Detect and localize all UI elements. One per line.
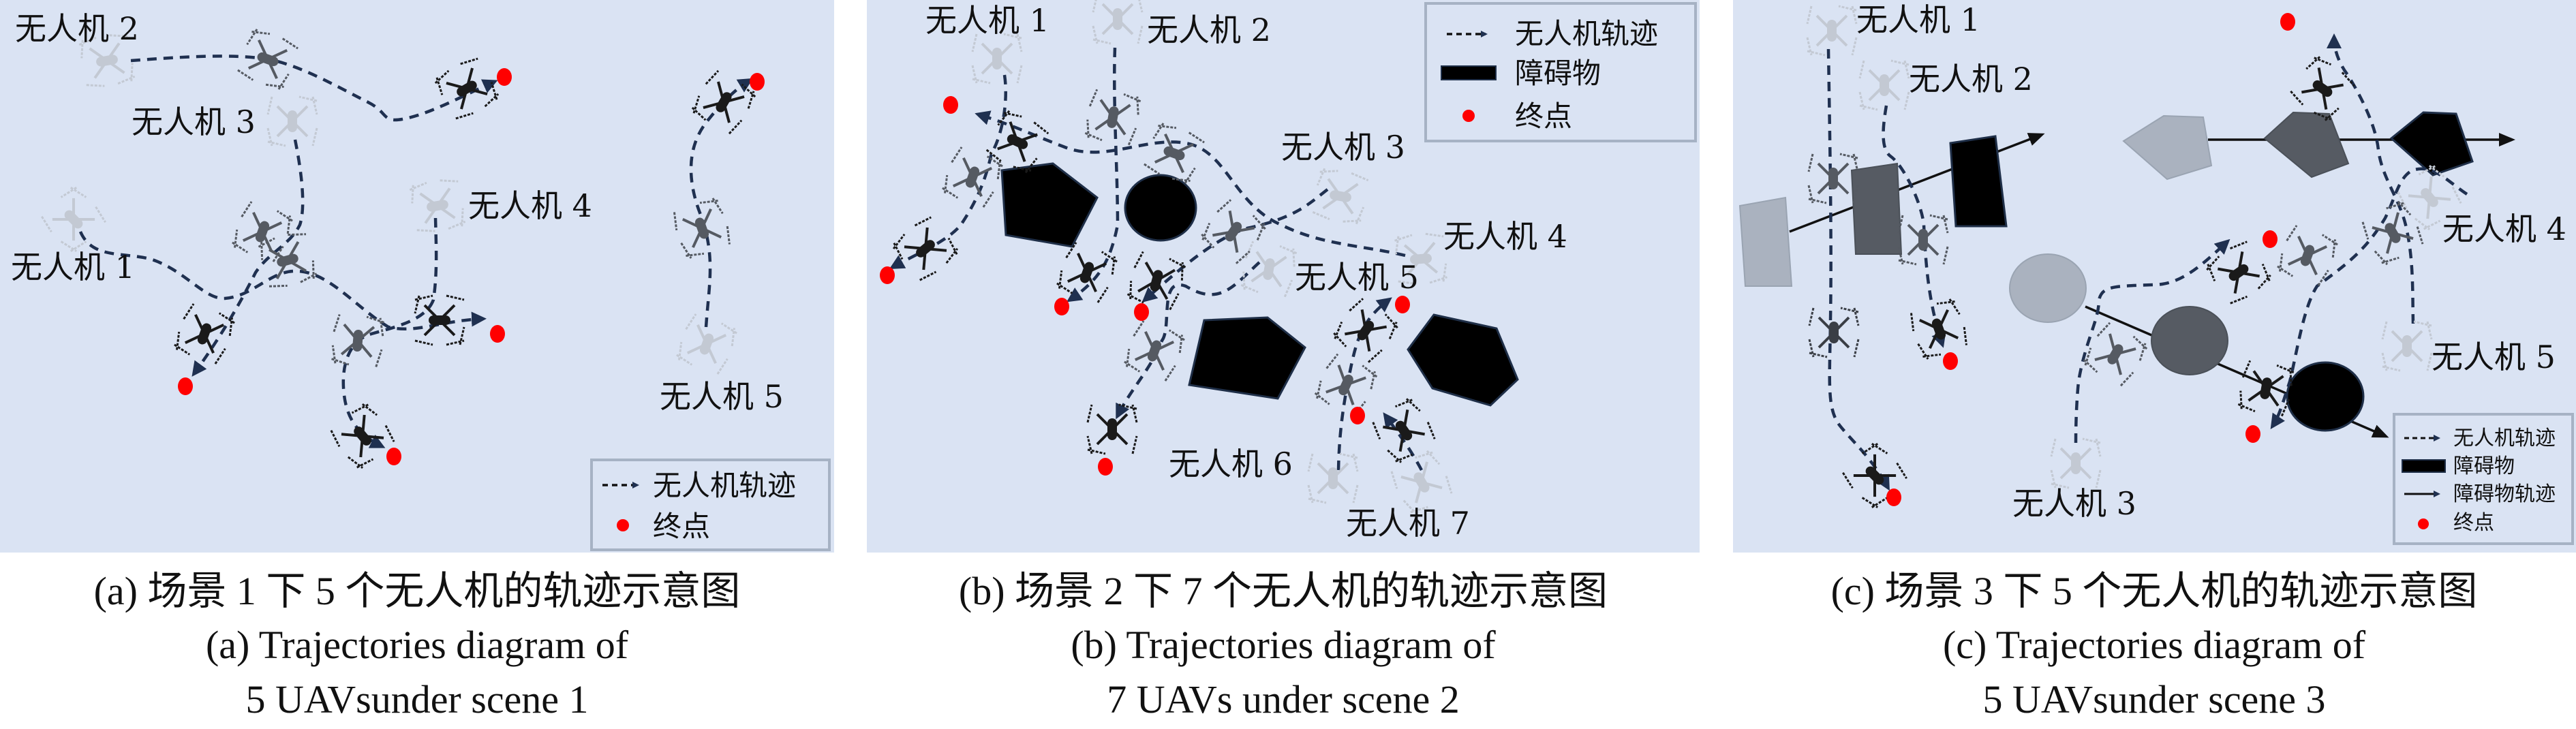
uav3-goal-dot: [2263, 230, 2278, 248]
obstacle-quad-light: [1738, 196, 1793, 287]
red-dot-icon: [2418, 518, 2429, 529]
legend-a: 无人机轨迹 终点: [590, 459, 831, 551]
legend-label: 无人机轨迹: [1515, 17, 1658, 50]
uav1-goal-dot: [880, 266, 895, 284]
uav3-goal-dot: [178, 377, 193, 395]
uav2-goal-dot: [497, 68, 512, 86]
uav5-trajectory: [1336, 297, 1392, 471]
caption-b-en-line2: 7 UAVs under scene 2: [1107, 677, 1460, 722]
caption-a-en-line2: 5 UAVsunder scene 1: [245, 677, 588, 722]
legend-label: 障碍物: [1515, 57, 1601, 90]
obstacle-block-icon: [2402, 459, 2446, 473]
uav4-trajectory: [975, 110, 1406, 258]
uav5-trajectory: [2327, 33, 2415, 324]
uav3-goal-dot: [1134, 303, 1149, 321]
uav7-trajectory: [1383, 412, 1423, 471]
legend-label: 无人机轨迹: [2453, 426, 2556, 450]
uav2-trajectory: [1882, 105, 1946, 348]
caption-a-en-line1: (a) Trajectories diagram of: [206, 623, 629, 667]
legend-c: 无人机轨迹 障碍物 障碍物轨迹 终点: [2393, 413, 2574, 545]
uav3-trajectory: [2074, 238, 2230, 444]
captions: (a) 场景 1 下 5 个无人机的轨迹示意图 (a) Trajectories…: [94, 569, 2478, 722]
uav4-goal-dot: [943, 96, 958, 114]
obstacle-quad-mid: [1850, 162, 1903, 255]
uav2-trajectory: [1067, 47, 1120, 303]
uav6-trajectory: [1116, 261, 1261, 420]
uav-label: 无人机 2: [1147, 12, 1271, 48]
caption-c-en-line2: 5 UAVsunder scene 3: [1982, 677, 2325, 722]
obstacle-circle-dark: [2286, 361, 2365, 432]
legend-label: 障碍物: [2453, 454, 2515, 478]
obstacle-hexagon: [1407, 313, 1519, 407]
uav6-goal-dot: [1098, 458, 1113, 476]
legend-label: 终点: [2453, 511, 2494, 535]
obstacle-quad-dark: [1949, 135, 2008, 228]
red-dot-icon: [617, 519, 629, 531]
uav5-trajectory: [689, 78, 754, 328]
uav-label: 无人机 5: [660, 378, 784, 415]
panel-a: 无人机 2 无人机 3 无人机 1 无人机 4 无人机 5 无人机轨迹 终点: [0, 0, 834, 553]
uav-label: 无人机 3: [2012, 485, 2136, 522]
panel-c: 无人机 1 无人机 2 无人机 3 无人机 4 无人机 5 无人机轨迹 障碍物 …: [1733, 0, 2576, 553]
obstacle-circle: [1124, 174, 1197, 242]
uav1-trajectory: [1826, 48, 1890, 491]
uav2-goal-dot: [1943, 352, 1958, 370]
uav-label: 无人机 1: [925, 2, 1049, 39]
uav-label: 无人机 4: [468, 187, 592, 224]
uav7-goal-dot: [1350, 407, 1365, 424]
obstacle-pentagon: [1000, 162, 1099, 248]
legend-b: 无人机轨迹 障碍物 终点: [1424, 2, 1697, 142]
obstacle-pentagon-mid: [2263, 111, 2350, 179]
obstacle-pentagon-light: [2122, 114, 2213, 181]
caption-b-cn: (b) 场景 2 下 7 个无人机的轨迹示意图: [959, 569, 1608, 613]
uav-label: 无人机 2: [15, 10, 139, 47]
uav2-trajectory: [130, 55, 498, 122]
uav1-goal-dot: [490, 325, 505, 343]
uav-label: 无人机 1: [1856, 1, 1980, 38]
uav4-trajectory: [2270, 167, 2468, 429]
obstacle-pentagon-dark: [2389, 111, 2474, 176]
uav4-goal-dot: [386, 448, 401, 465]
obstacle-block-icon: [1441, 65, 1497, 80]
obstacle-pentagon: [1188, 316, 1306, 400]
uav1-goal-dot: [1886, 488, 1901, 506]
uav-label: 无人机 5: [2432, 339, 2556, 375]
obstacle-circle-light: [2009, 253, 2087, 323]
uav-label: 无人机 3: [132, 104, 256, 140]
uav-label: 无人机 5: [1295, 259, 1419, 296]
legend-label: 障碍物轨迹: [2453, 482, 2556, 506]
legend-label: 无人机轨迹: [653, 469, 796, 502]
uav4-goal-dot: [2245, 425, 2260, 443]
uav5-goal-dot: [1395, 296, 1410, 313]
caption-c-cn: (c) 场景 3 下 5 个无人机的轨迹示意图: [1831, 569, 2478, 613]
caption-c-en-line1: (c) Trajectories diagram of: [1943, 623, 2366, 667]
legend-label: 终点: [653, 510, 710, 543]
uav-label: 无人机 1: [11, 249, 135, 285]
legend-label: 终点: [1515, 99, 1572, 133]
uav-label: 无人机 6: [1169, 446, 1293, 482]
uav-label: 无人机 4: [1443, 218, 1567, 255]
uav1-trajectory: [78, 231, 487, 330]
uav5-goal-dot: [750, 73, 765, 91]
uav-label: 无人机 2: [1909, 61, 2033, 97]
panel-b: 无人机 1 无人机 2 无人机 3 无人机 4 无人机 5 无人机 6 无人机 …: [867, 0, 1700, 553]
caption-b-en-line1: (b) Trajectories diagram of: [1071, 623, 1496, 667]
caption-a-cn: (a) 场景 1 下 5 个无人机的轨迹示意图: [94, 569, 741, 613]
legend-box: [590, 459, 831, 551]
red-dot-icon: [1462, 110, 1475, 122]
uav4-trajectory: [341, 217, 438, 448]
uav-label: 无人机 7: [1346, 505, 1470, 542]
uav-label: 无人机 3: [1281, 129, 1405, 166]
obstacle-circle-mid: [2151, 306, 2228, 375]
uav5-goal-dot: [2280, 13, 2295, 31]
uav-label: 无人机 4: [2442, 211, 2566, 247]
uav2-goal-dot: [1054, 298, 1069, 315]
